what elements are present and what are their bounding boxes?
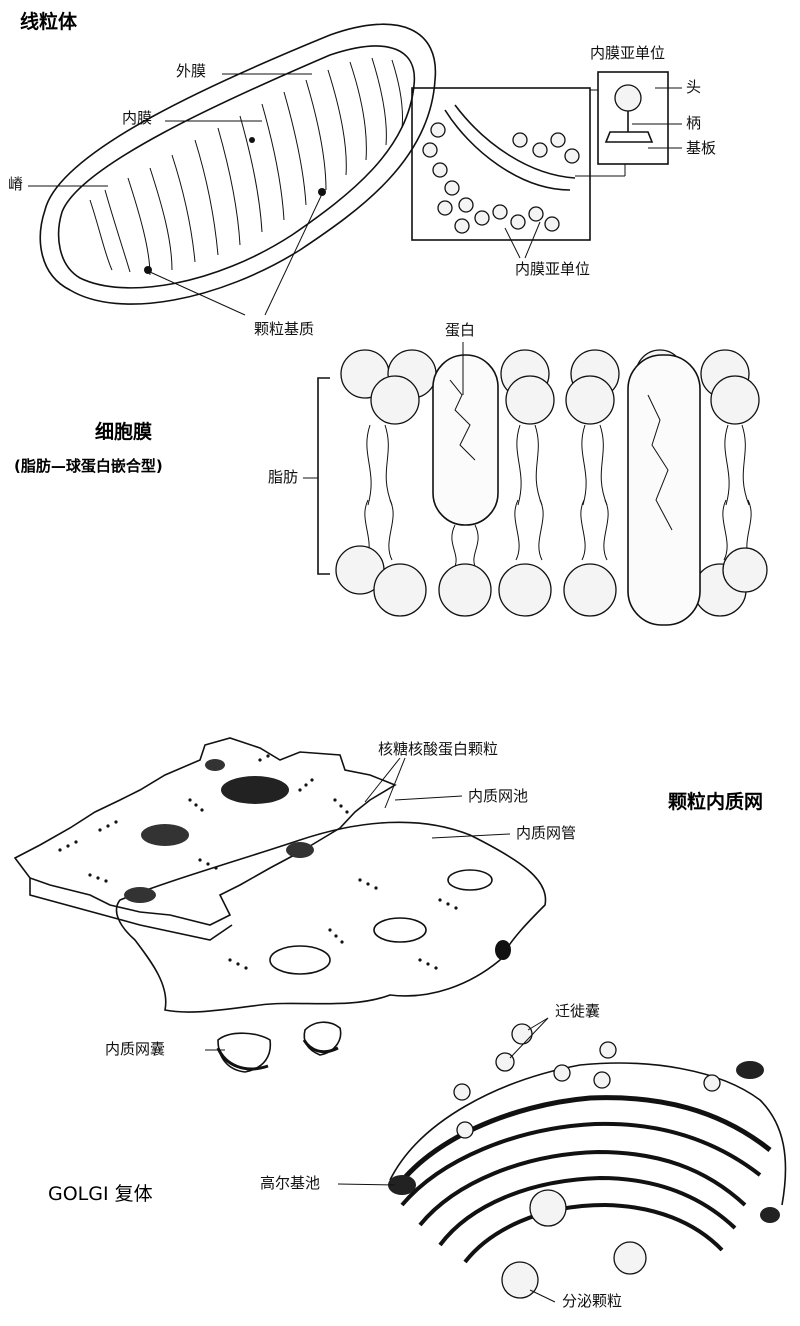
rough-er-title: 颗粒内质网 bbox=[668, 791, 764, 813]
er-tubule-label: 内质网管 bbox=[516, 824, 577, 842]
inner-membrane-label: 内膜 bbox=[122, 109, 153, 127]
lipid-label: 脂肪 bbox=[268, 468, 299, 486]
stalk-label: 柄 bbox=[686, 114, 702, 132]
mitochondrion-title: 线粒体 bbox=[20, 11, 78, 33]
ribonucleoprotein-granule-label: 核糖核酸蛋白颗粒 bbox=[378, 740, 499, 758]
er-cisterna-label: 内质网池 bbox=[468, 787, 529, 805]
golgi-title: GOLGI 复体 bbox=[48, 1183, 153, 1205]
inner-membrane-subunit-bottom-label: 内膜亚单位 bbox=[515, 260, 591, 278]
base-plate-label: 基板 bbox=[686, 139, 717, 157]
golgi-cisterna-label: 高尔基池 bbox=[260, 1174, 321, 1192]
cell-membrane-subtitle: (脂肪—球蛋白嵌合型) bbox=[14, 457, 163, 475]
protein-label: 蛋白 bbox=[445, 321, 476, 339]
crista-label: 嵴 bbox=[8, 175, 24, 193]
cell-membrane-drawing bbox=[303, 342, 768, 626]
golgi-drawing bbox=[337, 1017, 787, 1303]
migration-vesicle-label: 迁徙囊 bbox=[555, 1002, 601, 1020]
inner-membrane-subunit-label: 内膜亚单位 bbox=[590, 44, 666, 62]
granular-matrix-label: 颗粒基质 bbox=[254, 320, 315, 338]
head-label: 头 bbox=[686, 78, 702, 96]
er-vesicle-label: 内质网囊 bbox=[105, 1040, 166, 1058]
cell-membrane-title: 细胞膜 bbox=[95, 421, 153, 443]
mitochondrion-drawing bbox=[28, 23, 682, 316]
rough-er-drawing bbox=[13, 737, 547, 1073]
outer-membrane-label: 外膜 bbox=[176, 62, 207, 80]
secretory-granule-label: 分泌颗粒 bbox=[562, 1292, 623, 1310]
